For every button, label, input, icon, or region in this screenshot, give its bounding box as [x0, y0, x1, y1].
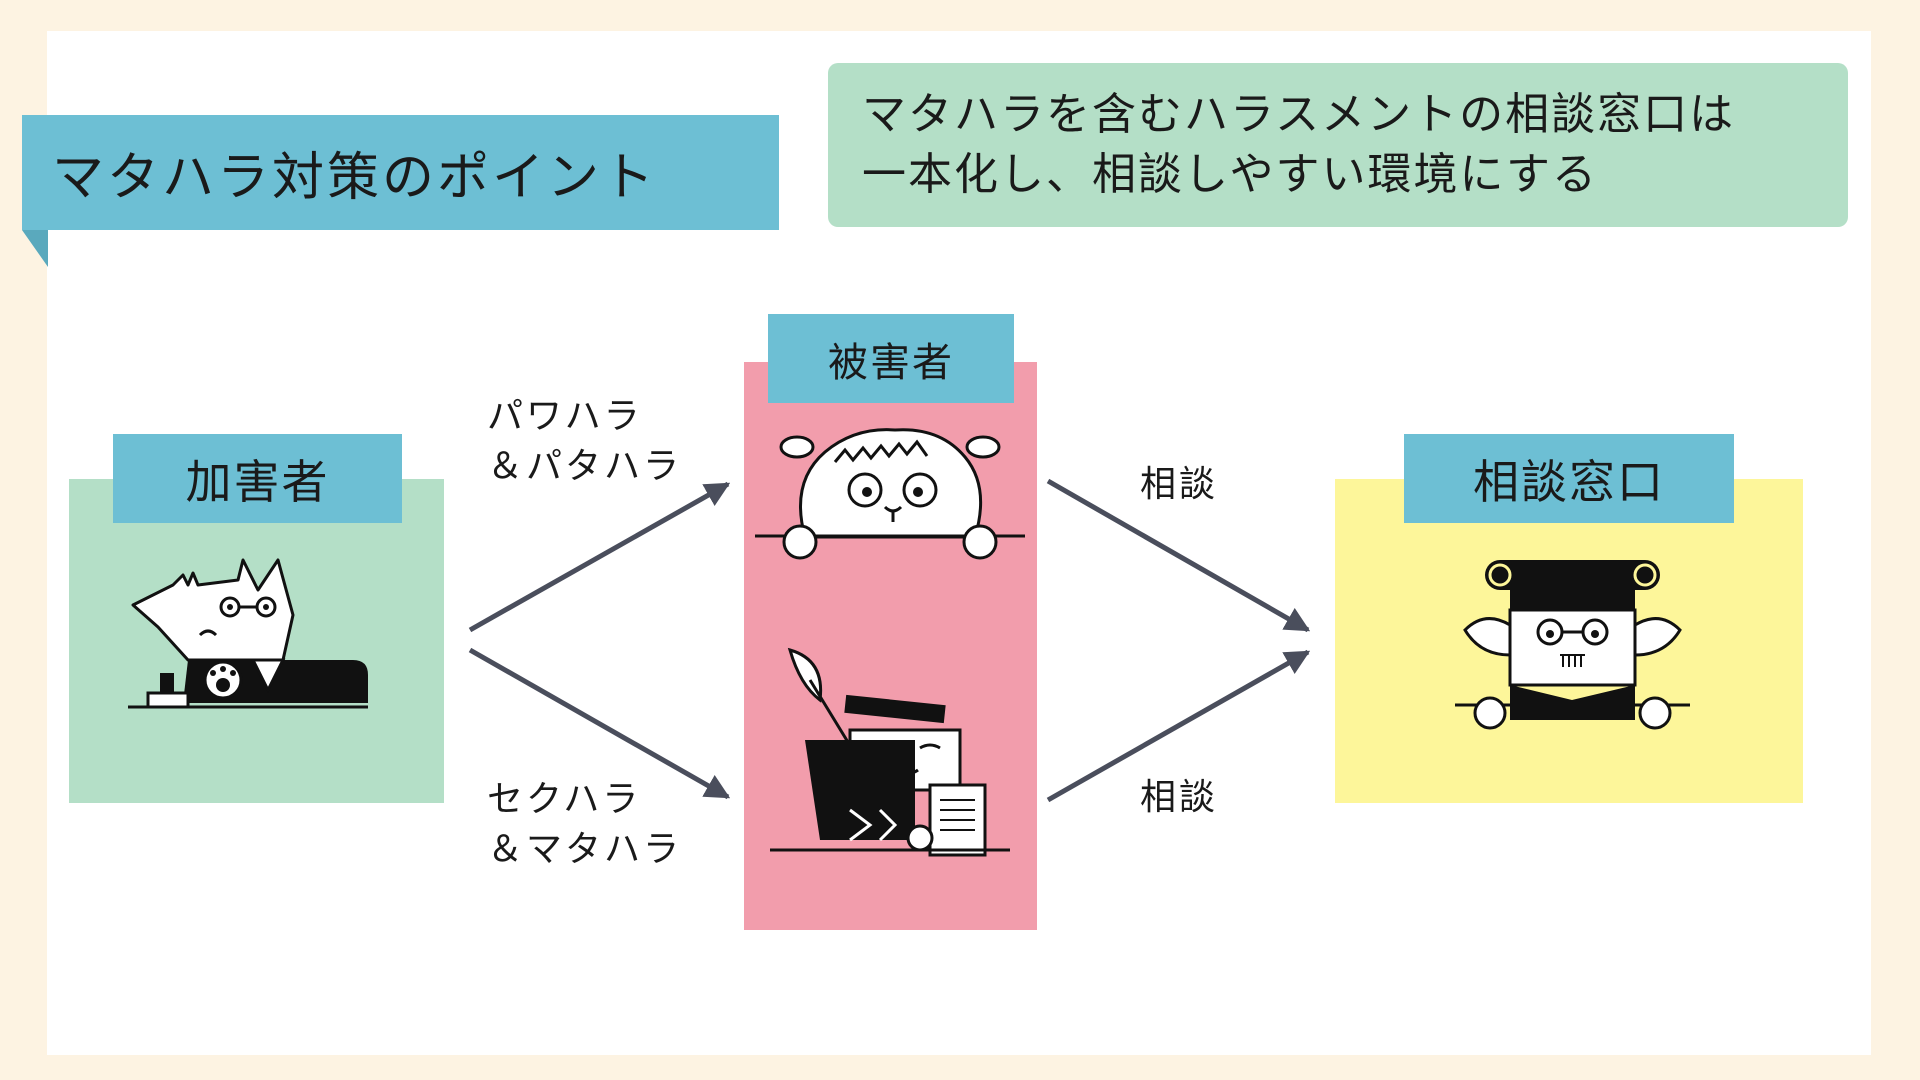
- wolf-boss-with-stamp-icon: [128, 558, 368, 709]
- title-banner-fold: [22, 230, 48, 267]
- key-point-line-2: 一本化し、相談しやすい環境にする: [862, 149, 1598, 200]
- edge-label-sexual-line1: セクハラ: [487, 779, 642, 820]
- edge-label-consult-lower: 相談: [1140, 777, 1219, 818]
- column-helper-with-glasses-icon: [1455, 560, 1690, 730]
- edge-label-power-line2: ＆パタハラ: [487, 446, 683, 487]
- key-point-line-1: マタハラを含むハラスメントの相談窓口は: [862, 89, 1736, 140]
- edge-label-power-line1: パワハラ: [487, 396, 643, 437]
- victim-label: 被害者: [768, 314, 1014, 403]
- edge-label-sexual-line2: ＆マタハラ: [487, 829, 683, 870]
- worker-at-desk-with-papers-icon: [770, 647, 1010, 857]
- page-title-text: マタハラ対策のポイント: [52, 148, 658, 208]
- sheep-peeking-icon: [755, 428, 1025, 560]
- consultation-desk-label: 相談窓口: [1404, 434, 1734, 523]
- arrow-perpetrator-to-victim-lower: [468, 647, 731, 800]
- edge-label-power-harassment: パワハラ ＆パタハラ: [487, 392, 682, 492]
- key-point-box: マタハラを含むハラスメントの相談窓口は 一本化し、相談しやすい環境にする: [828, 63, 1848, 227]
- arrow-perpetrator-to-victim-upper: [468, 481, 731, 633]
- arrow-victim-to-desk-lower: [1046, 649, 1311, 803]
- arrow-victim-to-desk-upper: [1046, 478, 1311, 633]
- edge-label-sexual-harassment: セクハラ ＆マタハラ: [487, 775, 682, 875]
- page-title: マタハラ対策のポイント: [22, 115, 779, 230]
- edge-label-consult-upper: 相談: [1140, 464, 1219, 505]
- perpetrator-label: 加害者: [113, 434, 402, 523]
